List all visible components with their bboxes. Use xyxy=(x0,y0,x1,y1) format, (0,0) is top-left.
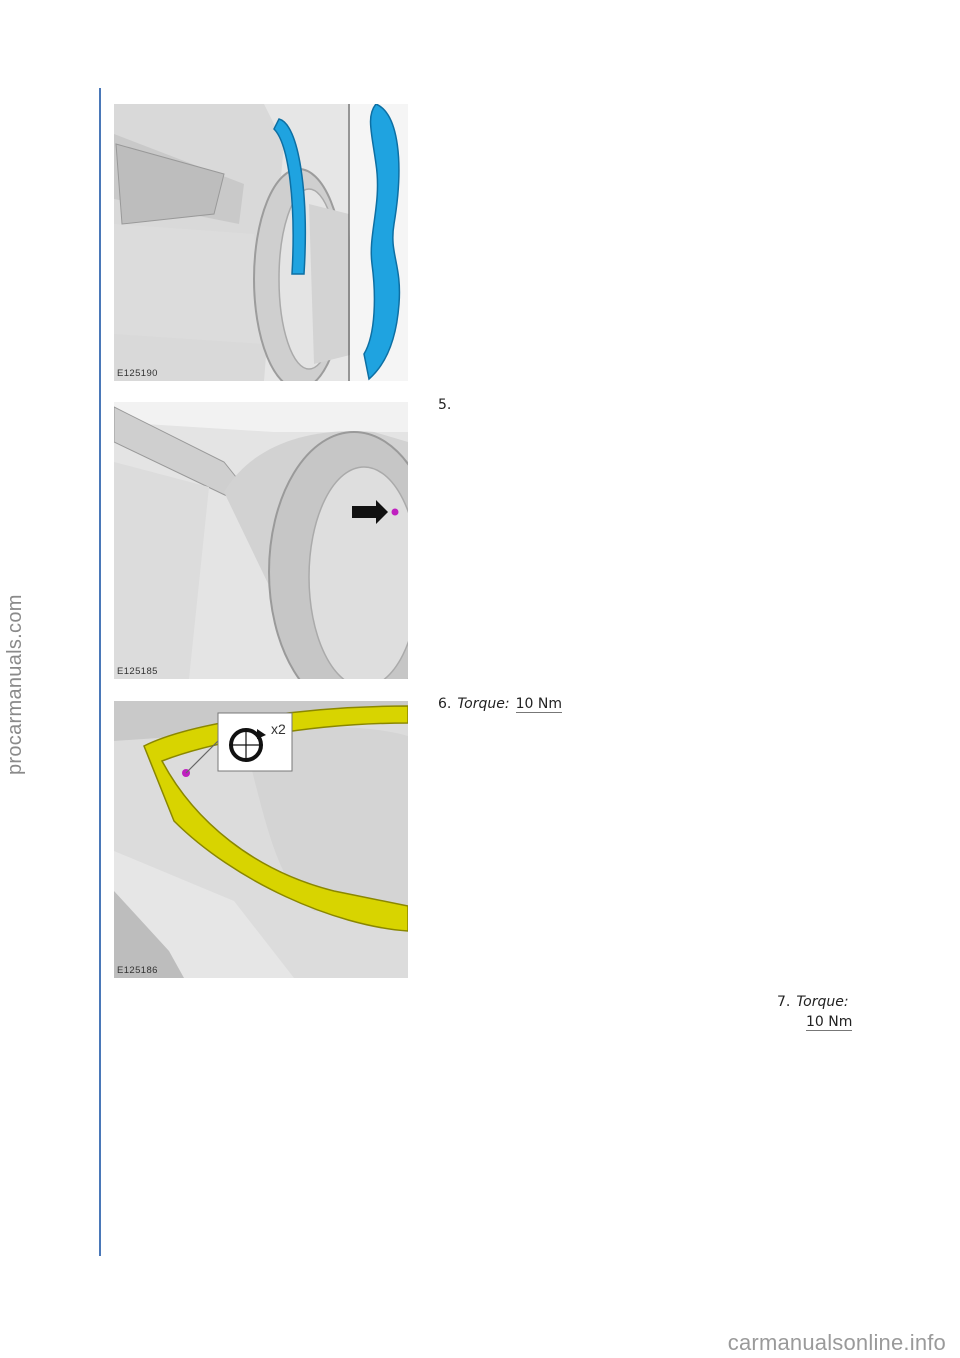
step-7-torque-value: 10 Nm xyxy=(806,1013,853,1031)
margin-rule xyxy=(99,88,101,1256)
step-number: 7. xyxy=(777,994,791,1010)
figure-code: E125186 xyxy=(117,965,158,976)
callout-quantity: x2 xyxy=(271,721,286,737)
figure-wheel-arch-liner: E125190 xyxy=(114,104,408,381)
side-watermark: procarmanuals.com xyxy=(4,594,26,775)
figure-2-illustration xyxy=(114,402,408,679)
step-7: 7. Torque: xyxy=(777,993,855,1011)
step-5: 5. xyxy=(438,396,457,414)
figure-3-illustration: x2 xyxy=(114,701,408,978)
torque-label: Torque: xyxy=(457,696,510,712)
torque-value-link[interactable]: 10 Nm xyxy=(515,696,562,713)
step-6: 6. Torque: 10 Nm xyxy=(438,695,562,713)
torque-value-link[interactable]: 10 Nm xyxy=(806,1014,853,1031)
figure-1-illustration xyxy=(114,104,408,381)
figure-trim-bolts: x2 E125186 xyxy=(114,701,408,978)
bottom-watermark: carmanualsonline.info xyxy=(727,1330,946,1355)
figure-code: E125185 xyxy=(117,666,158,677)
figure-fastener-location: E125185 xyxy=(114,402,408,679)
step-number: 5. xyxy=(438,397,452,413)
torque-label: Torque: xyxy=(796,994,849,1010)
figure-code: E125190 xyxy=(117,368,158,379)
step-number: 6. xyxy=(438,696,452,712)
